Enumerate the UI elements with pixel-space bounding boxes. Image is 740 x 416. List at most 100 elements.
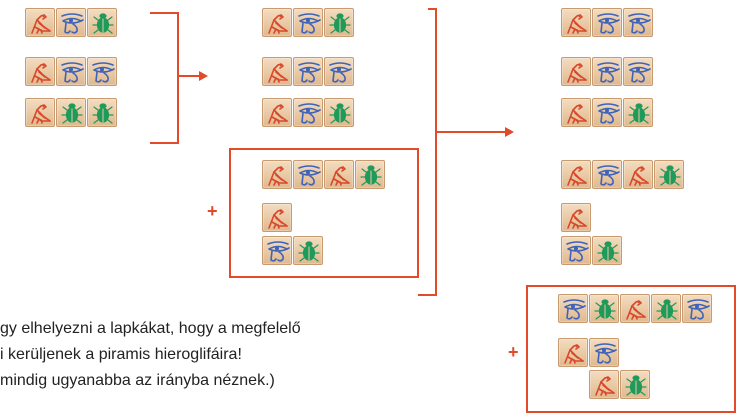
- tile-eye-of-horus: [592, 57, 622, 86]
- arrow-2-shaft: [437, 131, 507, 133]
- scarab-icon: [90, 11, 116, 36]
- tile-eye-of-horus: [293, 57, 323, 86]
- bracket-2-top: [428, 8, 437, 10]
- bird-icon: [265, 60, 291, 85]
- tile-eye-of-horus: [589, 338, 619, 367]
- eye-of-horus-icon: [626, 11, 652, 36]
- tile-bird: [25, 8, 55, 37]
- tile-bird: [262, 160, 292, 189]
- tile-scarab: [654, 160, 684, 189]
- bird-icon: [265, 101, 291, 126]
- scarab-icon: [595, 239, 621, 264]
- bird-icon: [28, 11, 54, 36]
- tile-bird: [561, 160, 591, 189]
- tile-scarab: [87, 98, 117, 127]
- tile-eye-of-horus: [56, 8, 86, 37]
- eye-of-horus-icon: [595, 163, 621, 188]
- bracket-1-bottom: [150, 142, 179, 144]
- bird-icon: [564, 11, 590, 36]
- instruction-line-3: mindig ugyanabba az irányba néznek.): [0, 372, 275, 389]
- bird-icon: [564, 163, 590, 188]
- arrow-2-head: [505, 127, 514, 137]
- tile-scarab: [589, 294, 619, 323]
- tile-eye-of-horus: [293, 98, 323, 127]
- instruction-line-1: gy elhelyezni a lapkákat, hogy a megfele…: [0, 320, 301, 337]
- eye-of-horus-icon: [595, 60, 621, 85]
- added-piece-box-2: [526, 285, 736, 413]
- bird-icon: [28, 101, 54, 126]
- plus-sign-2: +: [508, 342, 519, 362]
- eye-of-horus-icon: [626, 60, 652, 85]
- bird-icon: [564, 101, 590, 126]
- tile-eye-of-horus: [558, 294, 588, 323]
- tile-bird: [558, 338, 588, 367]
- tile-bird: [262, 8, 292, 37]
- tile-scarab: [56, 98, 86, 127]
- plus-sign-1: +: [207, 201, 218, 221]
- scarab-icon: [327, 101, 353, 126]
- arrow-1-head: [199, 71, 208, 81]
- tile-bird: [262, 57, 292, 86]
- tile-scarab: [324, 98, 354, 127]
- eye-of-horus-icon: [595, 11, 621, 36]
- bracket-1-top: [150, 12, 179, 14]
- eye-of-horus-icon: [296, 60, 322, 85]
- tile-eye-of-horus: [592, 160, 622, 189]
- eye-of-horus-icon: [59, 60, 85, 85]
- tile-eye-of-horus: [293, 160, 323, 189]
- tile-bird: [620, 294, 650, 323]
- tile-bird: [561, 8, 591, 37]
- tile-scarab: [87, 8, 117, 37]
- tile-eye-of-horus: [324, 57, 354, 86]
- tile-eye-of-horus: [592, 8, 622, 37]
- tile-bird: [262, 98, 292, 127]
- eye-of-horus-icon: [59, 11, 85, 36]
- tile-scarab: [623, 98, 653, 127]
- eye-of-horus-icon: [564, 239, 590, 264]
- tile-bird: [262, 203, 292, 232]
- bird-icon: [564, 60, 590, 85]
- tile-eye-of-horus: [682, 294, 712, 323]
- bird-icon: [626, 163, 652, 188]
- tile-eye-of-horus: [262, 236, 292, 265]
- tile-bird: [561, 98, 591, 127]
- eye-of-horus-icon: [327, 60, 353, 85]
- tile-scarab: [651, 294, 681, 323]
- tile-scarab: [592, 236, 622, 265]
- bird-icon: [265, 11, 291, 36]
- scarab-icon: [59, 101, 85, 126]
- eye-of-horus-icon: [595, 101, 621, 126]
- tile-eye-of-horus: [623, 57, 653, 86]
- instruction-line-2: i kerüljenek a piramis hieroglifáira!: [0, 346, 242, 363]
- added-piece-box-1: [229, 148, 419, 278]
- tile-scarab: [620, 370, 650, 399]
- tile-bird: [561, 203, 591, 232]
- tile-bird: [623, 160, 653, 189]
- tile-eye-of-horus: [87, 57, 117, 86]
- scarab-icon: [657, 163, 683, 188]
- scarab-icon: [626, 101, 652, 126]
- arrow-1-shaft: [179, 75, 201, 77]
- tile-bird: [25, 98, 55, 127]
- tile-scarab: [324, 8, 354, 37]
- tile-bird: [589, 370, 619, 399]
- tile-scarab: [355, 160, 385, 189]
- bracket-2-bottom: [418, 294, 437, 296]
- eye-of-horus-icon: [296, 11, 322, 36]
- tile-bird: [25, 57, 55, 86]
- tile-eye-of-horus: [293, 8, 323, 37]
- scarab-icon: [327, 11, 353, 36]
- tile-eye-of-horus: [592, 98, 622, 127]
- scarab-icon: [90, 101, 116, 126]
- tile-scarab: [293, 236, 323, 265]
- bracket-2-vertical: [435, 8, 437, 296]
- tile-bird: [324, 160, 354, 189]
- tile-eye-of-horus: [56, 57, 86, 86]
- eye-of-horus-icon: [90, 60, 116, 85]
- tile-eye-of-horus: [623, 8, 653, 37]
- bird-icon: [28, 60, 54, 85]
- tile-bird: [561, 57, 591, 86]
- tile-eye-of-horus: [561, 236, 591, 265]
- eye-of-horus-icon: [296, 101, 322, 126]
- bracket-1-vertical: [177, 12, 179, 144]
